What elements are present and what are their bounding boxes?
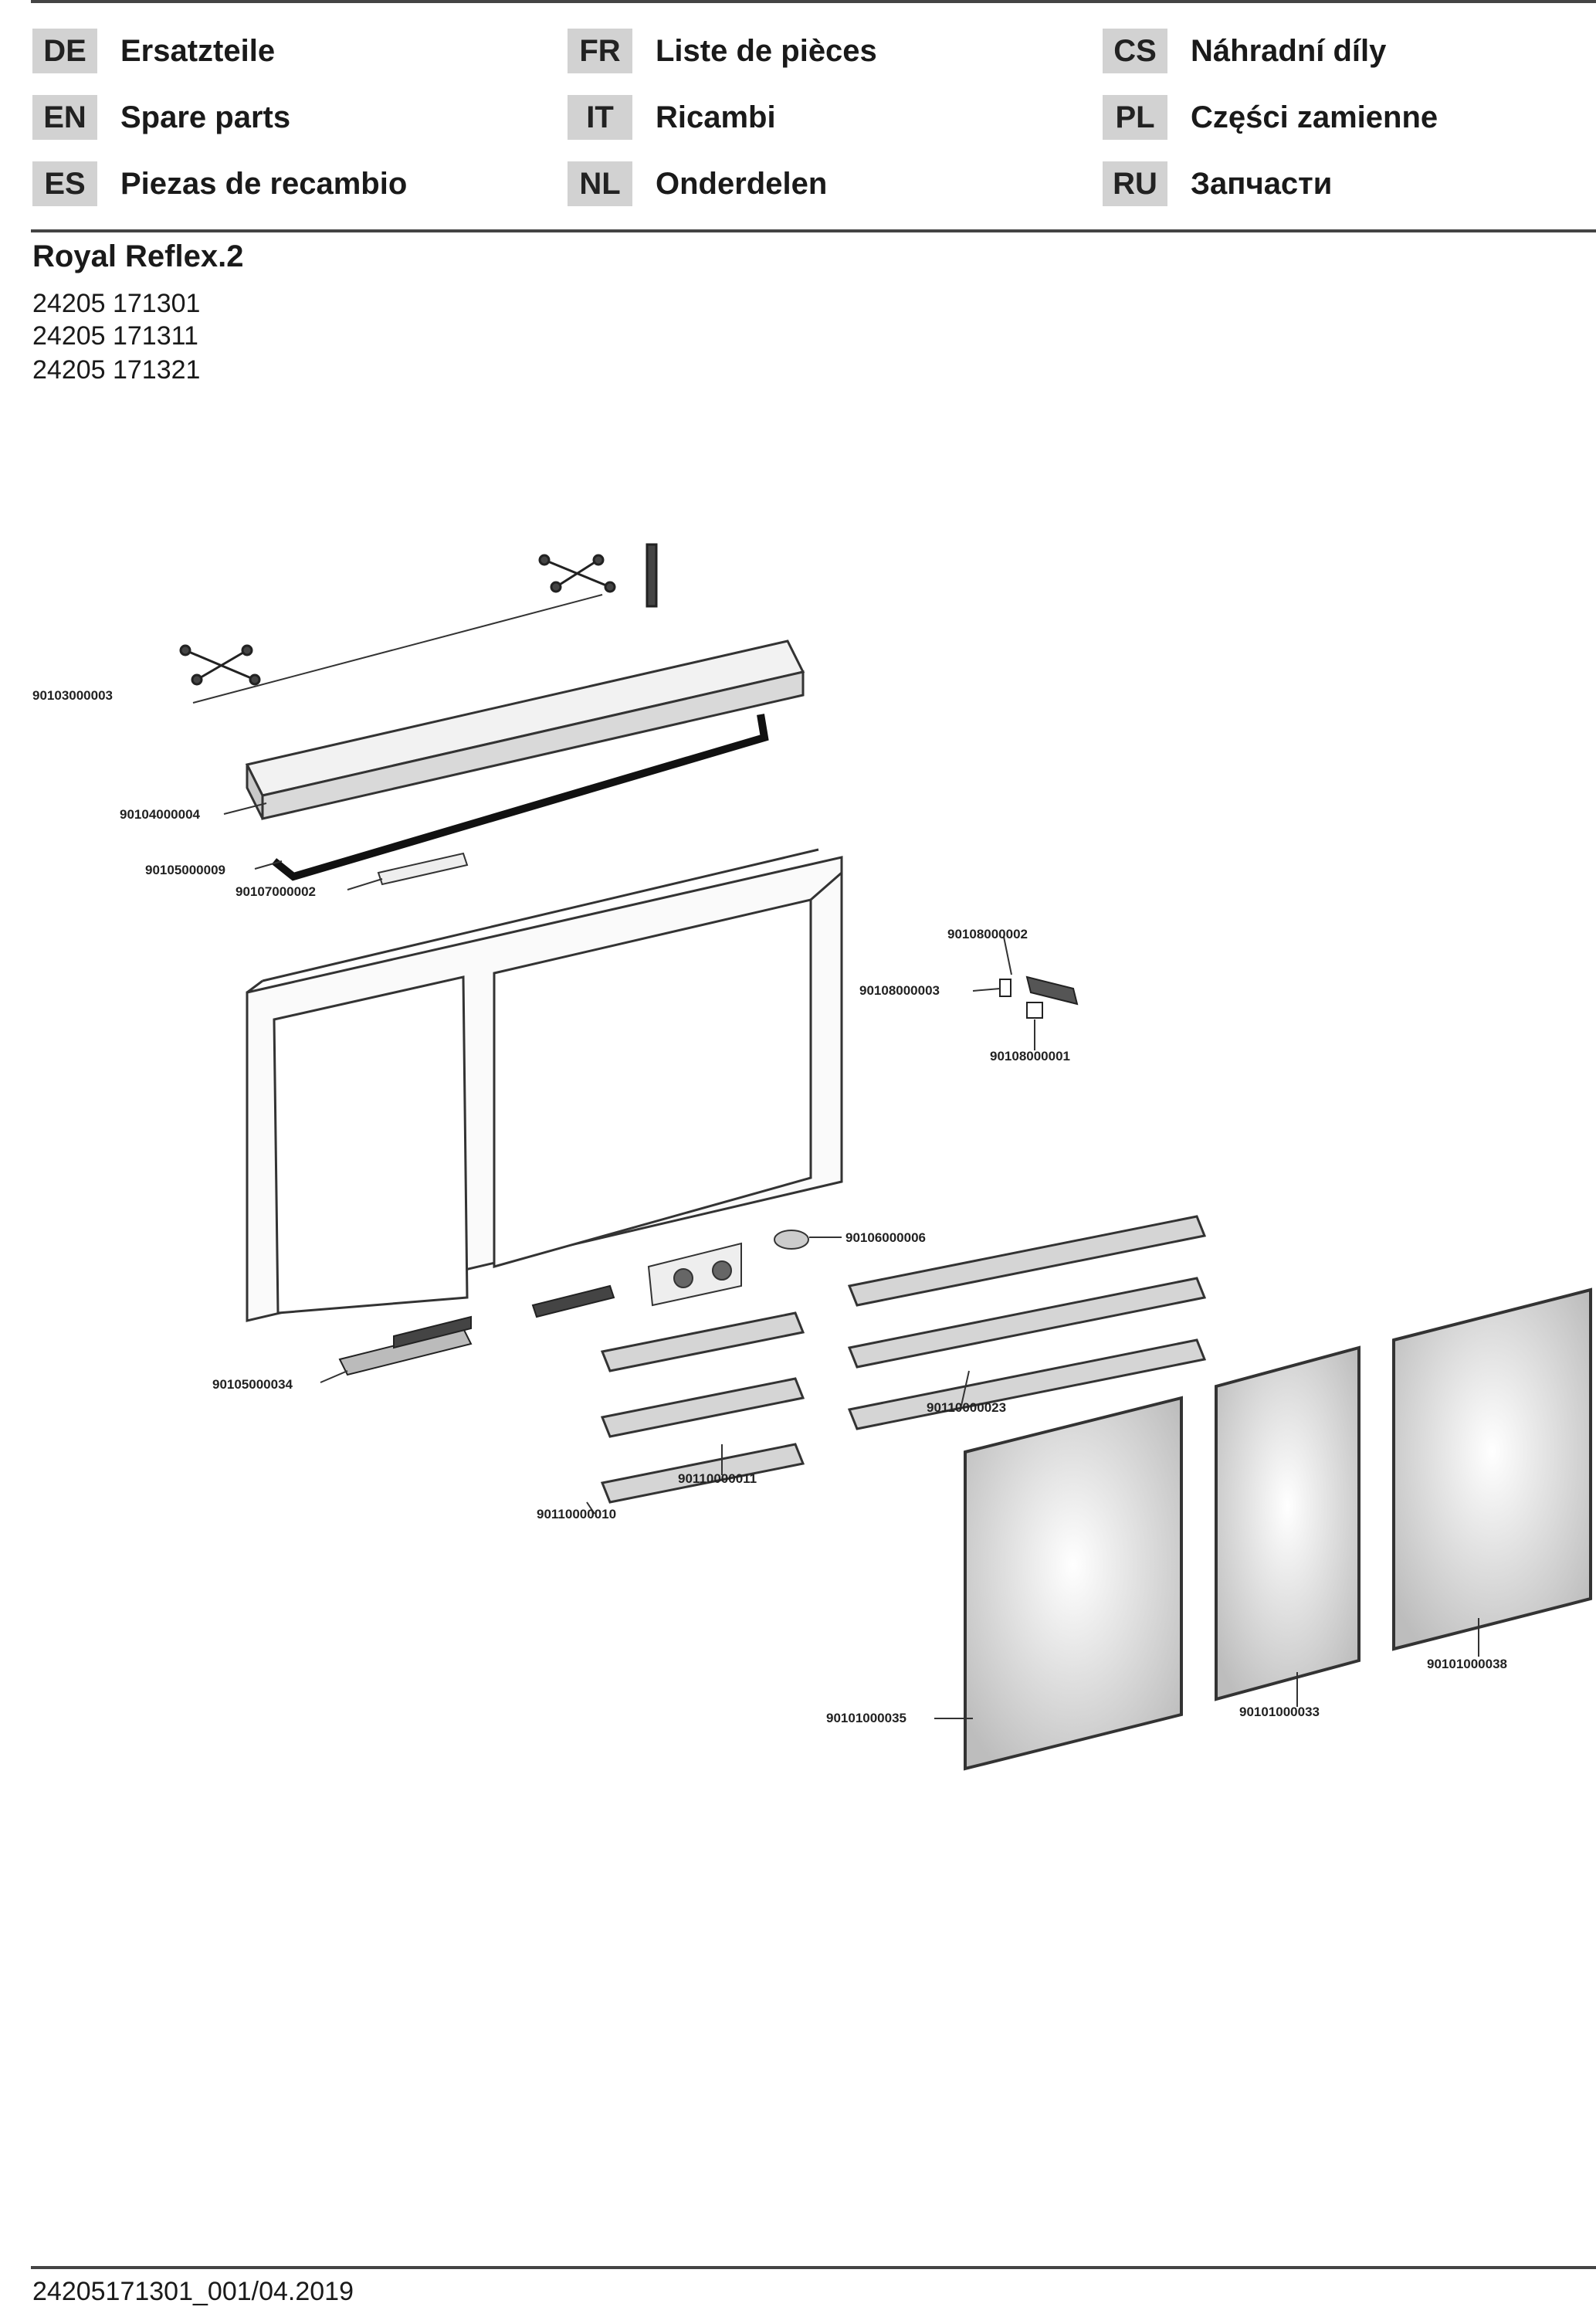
led-strip: [271, 714, 769, 881]
lang-ru: RU Запчасти: [1103, 161, 1332, 207]
lang-it: IT Ricambi: [568, 94, 776, 141]
switch-box: [647, 1242, 742, 1307]
lang-label: Liste de pièces: [656, 33, 877, 68]
part-number-label: 90110000010: [537, 1507, 616, 1521]
mirror-door-left: [964, 1396, 1183, 1771]
part-number-label: 90101000033: [1239, 1705, 1320, 1719]
lang-code: PL: [1103, 95, 1167, 140]
lang-nl: NL Onderdelen: [568, 161, 827, 207]
lang-label: Spare parts: [120, 100, 291, 134]
sensor-part: [774, 1230, 809, 1250]
lang-code: CS: [1103, 29, 1167, 73]
lang-code: NL: [568, 161, 632, 206]
part-number-label: 90101000035: [826, 1711, 906, 1725]
part-number-label: 90103000003: [32, 688, 113, 703]
article-number: 24205 171301: [32, 289, 201, 318]
document-id: 24205171301_001/04.2019: [32, 2277, 354, 2306]
article-number: 24205 171311: [32, 321, 198, 351]
lang-label: Ricambi: [656, 100, 776, 134]
lang-label: Onderdelen: [656, 166, 828, 201]
part-number-label: 90110000023: [927, 1400, 1006, 1415]
part-number-label: 90110000011: [678, 1471, 757, 1486]
part-number-label: 90104000004: [120, 807, 201, 822]
top-cover: [245, 639, 805, 820]
lang-code: ES: [32, 161, 97, 206]
lang-label: Náhradní díly: [1191, 33, 1387, 68]
lang-code: RU: [1103, 161, 1167, 206]
mounting-bracket-right: [538, 543, 658, 608]
part-number-label: 90101000038: [1427, 1657, 1507, 1671]
lang-cs: CS Náhradní díly: [1103, 28, 1386, 74]
bottom-light-strips: [338, 1284, 615, 1376]
language-header: DE Ersatzteile EN Spare parts ES Piezas …: [32, 28, 1577, 207]
mounting-bracket-left: [179, 644, 261, 686]
top-rule: [31, 0, 1596, 3]
glass-shelves-large: [847, 1215, 1207, 1430]
driver-cover: [377, 852, 469, 886]
part-leader-lines: [223, 802, 1479, 1719]
leader-line: [192, 594, 603, 704]
part-number-label: 90107000002: [236, 884, 316, 899]
article-number: 24205 171321: [32, 355, 201, 385]
part-number-label: 90108000002: [947, 927, 1028, 941]
lang-code: EN: [32, 95, 97, 140]
lang-label: Ersatzteile: [120, 33, 276, 68]
lang-code: IT: [568, 95, 632, 140]
glass-shelves-small: [600, 1311, 805, 1504]
cabinet-body: [246, 848, 843, 1322]
lang-en: EN Spare parts: [32, 94, 290, 141]
lang-label: Piezas de recambio: [120, 166, 408, 201]
lang-de: DE Ersatzteile: [32, 28, 275, 74]
lang-code: DE: [32, 29, 97, 73]
part-number-label: 90108000001: [990, 1049, 1070, 1064]
lang-label: Запчасти: [1191, 166, 1333, 201]
lang-fr: FR Liste de pièces: [568, 28, 877, 74]
lang-pl: PL Części zamienne: [1103, 94, 1438, 141]
hinge-set: [999, 975, 1079, 1019]
footer-rule: [31, 2266, 1596, 2269]
lang-label: Części zamienne: [1191, 100, 1438, 134]
lang-code: FR: [568, 29, 632, 73]
part-number-label: 90105000009: [145, 863, 225, 877]
mirror-door-right: [1392, 1287, 1592, 1651]
part-number-label: 90106000006: [845, 1230, 926, 1245]
lang-es: ES Piezas de recambio: [32, 161, 407, 207]
mirror-door-middle: [1215, 1345, 1360, 1701]
part-number-label: 90108000003: [859, 983, 940, 998]
header-rule: [31, 229, 1596, 232]
product-title: Royal Reflex.2: [32, 239, 244, 273]
part-number-label: 90105000034: [212, 1377, 293, 1392]
